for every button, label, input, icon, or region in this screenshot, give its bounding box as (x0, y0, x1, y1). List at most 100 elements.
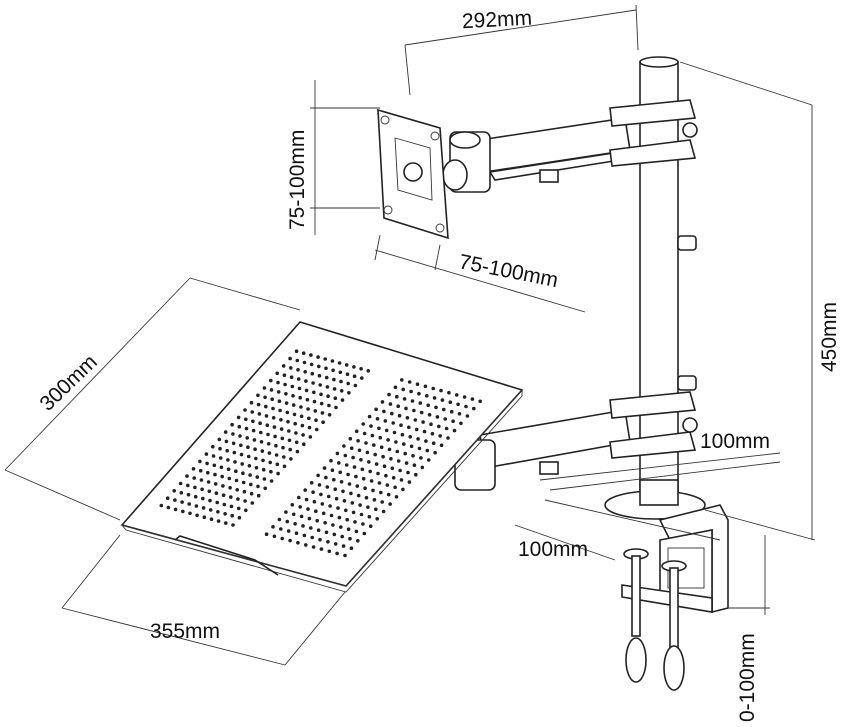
vent-hole (264, 414, 269, 418)
vent-hole (286, 529, 291, 533)
vent-hole (312, 390, 316, 395)
vent-hole (449, 409, 454, 414)
vent-hole (206, 480, 211, 484)
vent-hole (401, 387, 406, 392)
vent-hole (356, 439, 360, 443)
vent-hole (266, 442, 271, 446)
vent-hole (368, 524, 373, 528)
vent-hole (309, 353, 313, 357)
vent-hole (275, 371, 280, 376)
vent-hole (416, 437, 420, 441)
vent-hole (251, 419, 255, 424)
vent-hole (299, 414, 304, 419)
vent-hole (213, 482, 218, 486)
vent-hole (366, 505, 370, 510)
vent-hole (316, 355, 320, 359)
vent-hole (333, 542, 338, 546)
vent-hole (200, 487, 204, 492)
vent-hole (316, 528, 321, 532)
vent-hole (227, 476, 232, 481)
vent-hole (363, 486, 367, 491)
vent-hole (417, 391, 421, 396)
vent-hole (377, 426, 381, 431)
vent-hole (327, 403, 331, 408)
tray-lip (174, 535, 279, 576)
vent-hole (420, 465, 425, 470)
vent-hole (311, 490, 315, 495)
vent-hole (307, 425, 312, 430)
vent-hole (211, 454, 216, 458)
vent-hole (276, 471, 280, 476)
vent-hole (348, 536, 352, 541)
vent-hole (341, 489, 345, 494)
vent-hole (202, 515, 207, 519)
dim-clamp-depth: 100mm (700, 430, 770, 453)
vent-hole (372, 443, 376, 447)
vent-hole (318, 537, 322, 542)
vent-hole (359, 367, 363, 371)
vent-hole (221, 493, 226, 498)
vent-hole (326, 494, 331, 499)
vent-hole (399, 478, 404, 482)
vent-hole (347, 391, 351, 395)
vent-hole (311, 545, 316, 549)
vent-hole (246, 454, 251, 459)
vent-hole (408, 435, 413, 439)
pole-knob (677, 375, 697, 391)
vent-hole (244, 508, 248, 513)
vent-hole (388, 502, 392, 506)
vent-hole (296, 368, 300, 372)
vent-hole (311, 381, 315, 385)
vent-hole (333, 487, 338, 492)
vent-hole (387, 447, 392, 452)
vent-hole (381, 454, 385, 459)
vent-hole (414, 427, 419, 432)
dimension-lines (4, 4, 816, 666)
vent-hole (394, 440, 398, 444)
vent-hole (199, 478, 204, 482)
vent-hole (260, 449, 265, 453)
vent-hole (226, 467, 231, 472)
vent-hole (402, 397, 407, 401)
vent-hole (282, 373, 287, 378)
vent-hole (207, 489, 212, 494)
vent-hole (219, 465, 224, 470)
vent-hole (310, 371, 315, 376)
dim-tray-width: 355mm (150, 620, 220, 643)
vent-hole (303, 488, 308, 492)
vent-hole (290, 503, 295, 507)
vent-hole (293, 421, 298, 426)
vent-hole (417, 446, 422, 451)
vent-hole (365, 450, 370, 455)
dim-clamp-width: 100mm (518, 538, 588, 561)
vent-hole (334, 496, 339, 501)
vent-hole (381, 509, 386, 514)
vent-hole (386, 438, 390, 442)
vent-hole (478, 399, 483, 404)
vent-hole (413, 418, 418, 422)
vent-hole (272, 534, 277, 539)
vent-hole (369, 424, 373, 428)
pole-knob (677, 235, 697, 251)
vent-hole (367, 414, 372, 419)
vent-hole (395, 394, 399, 399)
vent-hole (239, 452, 244, 457)
vent-hole (264, 532, 269, 536)
vent-hole (230, 513, 234, 518)
vent-hole (284, 392, 288, 396)
vent-hole (253, 447, 257, 452)
vent-hole (173, 507, 178, 512)
vent-hole (382, 409, 386, 414)
vent-hole (179, 491, 184, 495)
dim-desk-thickness: 0-100mm (736, 633, 759, 722)
vent-hole (247, 464, 252, 468)
vent-hole (262, 386, 267, 390)
vent-hole (338, 470, 343, 475)
vent-hole (222, 502, 227, 507)
vent-hole (273, 434, 277, 439)
vent-hole (439, 388, 443, 393)
vent-hole (296, 540, 300, 545)
vent-hole (412, 408, 416, 413)
vent-hole (284, 510, 288, 514)
